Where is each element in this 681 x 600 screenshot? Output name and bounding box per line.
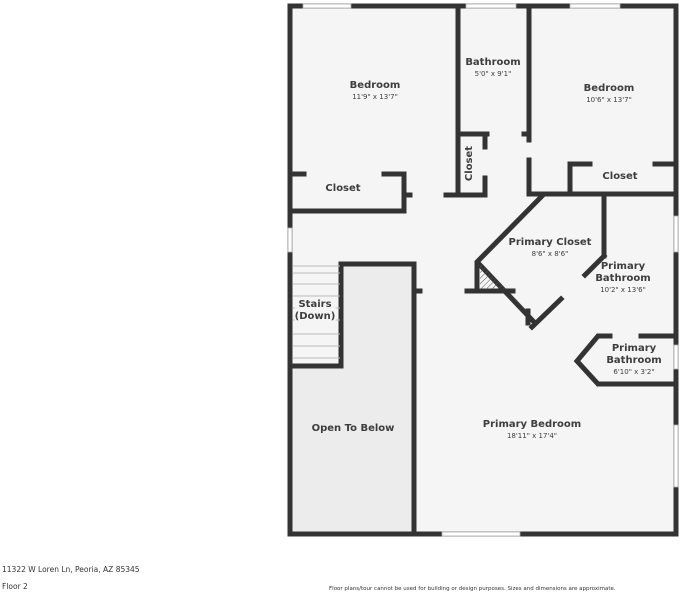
room-name: Bedroom (349, 80, 401, 91)
window (441, 531, 521, 537)
room-label-open-to-below: Open To Below (312, 423, 395, 435)
room-dimensions: 10'2" x 13'6" (600, 286, 646, 294)
room-dimensions: 8'6" x 8'6" (531, 250, 569, 258)
room-name: Closet (325, 183, 361, 194)
room-label-closet-3: Closet (602, 171, 637, 183)
room-dimensions: 5'0" x 9'1" (474, 70, 512, 78)
room-name: Bathroom (465, 57, 521, 68)
window (673, 344, 679, 370)
room-label-primary-bathroom-2: Primary Bathroom 6'10" x 3'2" (606, 343, 661, 377)
window (302, 3, 352, 9)
room-label-primary-bathroom: Primary Bathroom 10'2" x 13'6" (595, 261, 650, 295)
room-name-line1: Primary (611, 343, 657, 354)
room-name: Primary Bedroom (482, 419, 582, 430)
room-name-line1: Primary (600, 261, 646, 272)
window (465, 3, 517, 9)
room-dimensions: 10'6" x 13'7" (586, 96, 632, 104)
room-name: Closet (602, 171, 638, 182)
room-label-closet-2: Closet (464, 145, 476, 182)
hatched-shaft (480, 263, 505, 289)
window (673, 215, 679, 253)
room-name-line2: Bathroom (606, 355, 662, 366)
room-label-bedroom-2: Bedroom 10'6" x 13'7" (584, 83, 635, 105)
room-name: Primary Closet (508, 237, 592, 248)
floor-label: Floor 2 (2, 582, 28, 591)
room-dimensions: 6'10" x 3'2" (613, 368, 655, 376)
room-name-line2: (Down) (294, 311, 336, 322)
stairwell-area (342, 266, 416, 366)
window (569, 3, 621, 9)
room-dimensions: 18'11" x 17'4" (506, 432, 558, 440)
room-name-line1: Stairs (298, 299, 332, 310)
room-label-primary-closet: Primary Closet 8'6" x 8'6" (509, 237, 592, 259)
room-label-primary-bedroom: Primary Bedroom 18'11" x 17'4" (483, 419, 581, 441)
room-label-closet-1: Closet (325, 183, 360, 195)
room-name-line2: Bathroom (595, 273, 651, 284)
room-label-stairs: Stairs (Down) (294, 299, 336, 323)
window (287, 227, 293, 253)
address-text: 11322 W Loren Ln, Peoria, AZ 85345 (2, 565, 140, 574)
room-label-bedroom-1: Bedroom 11'9" x 13'7" (350, 80, 401, 102)
outer-wall (287, 3, 679, 537)
room-name: Bedroom (583, 83, 635, 94)
room-name: Open To Below (311, 423, 395, 434)
disclaimer-text: Floor plans/tour cannot be used for buil… (329, 586, 616, 592)
open-to-below-area (292, 366, 416, 532)
room-label-bathroom: Bathroom 5'0" x 9'1" (465, 57, 520, 79)
window (673, 424, 679, 488)
room-dimensions: 11'9" x 13'7" (352, 93, 398, 101)
